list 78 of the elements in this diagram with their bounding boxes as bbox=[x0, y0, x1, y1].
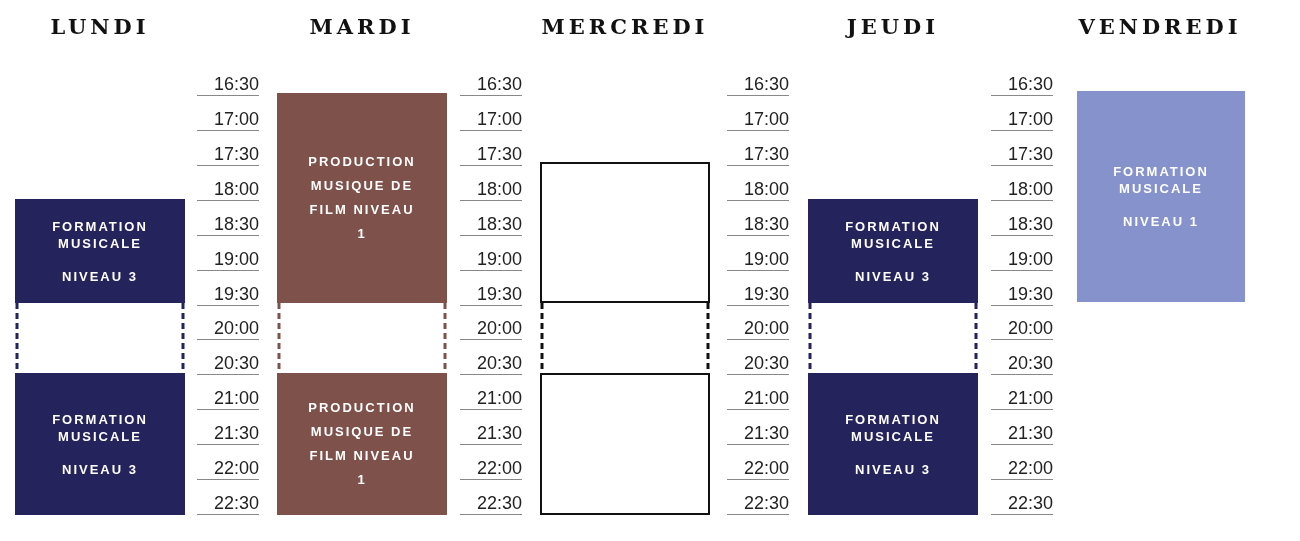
time-label: 19:00 bbox=[460, 247, 522, 271]
time-label: 17:30 bbox=[991, 142, 1053, 166]
class-block bbox=[15, 199, 185, 303]
time-label: 17:30 bbox=[727, 142, 789, 166]
class-block bbox=[808, 199, 978, 303]
time-label: 21:30 bbox=[197, 422, 259, 446]
course-title: FORMATION MUSICALE bbox=[51, 217, 149, 252]
empty-block bbox=[540, 162, 710, 303]
course-title: PRODUCTION MUSIQUE DE FILM NIVEAU 1 bbox=[307, 399, 417, 489]
time-label: 22:00 bbox=[460, 457, 522, 481]
time-label: 18:00 bbox=[197, 177, 259, 201]
time-label: 17:00 bbox=[460, 107, 522, 131]
time-label: 20:30 bbox=[460, 352, 522, 376]
class-block bbox=[277, 93, 447, 303]
time-label: 22:30 bbox=[460, 492, 522, 516]
time-label: 18:30 bbox=[727, 212, 789, 236]
time-label: 22:00 bbox=[991, 457, 1053, 481]
class-block bbox=[808, 373, 978, 515]
course-level: NIVEAU 3 bbox=[854, 267, 932, 285]
time-label: 19:00 bbox=[991, 247, 1053, 271]
time-label: 19:30 bbox=[197, 282, 259, 306]
time-label: 16:30 bbox=[727, 73, 789, 96]
course-level: NIVEAU 3 bbox=[61, 460, 139, 478]
time-label: 17:30 bbox=[197, 142, 259, 166]
empty-block bbox=[540, 373, 710, 515]
time-label: 21:30 bbox=[460, 422, 522, 446]
day-heading: VENDREDI bbox=[1077, 14, 1243, 39]
time-label: 18:30 bbox=[460, 212, 522, 236]
course-level: NIVEAU 3 bbox=[61, 267, 139, 285]
time-label: 22:00 bbox=[197, 457, 259, 481]
day-heading: LUNDI bbox=[49, 14, 151, 39]
time-label: 18:30 bbox=[197, 212, 259, 236]
time-label: 17:30 bbox=[460, 142, 522, 166]
time-label: 21:00 bbox=[727, 387, 789, 411]
time-label: 18:00 bbox=[460, 177, 522, 201]
time-label: 22:30 bbox=[727, 492, 789, 516]
course-title: FORMATION MUSICALE bbox=[1112, 163, 1210, 197]
course-level: NIVEAU 3 bbox=[854, 460, 932, 478]
time-label: 19:30 bbox=[460, 282, 522, 306]
time-label: 17:00 bbox=[991, 107, 1053, 131]
time-label: 17:00 bbox=[197, 107, 259, 131]
time-label: 22:00 bbox=[727, 457, 789, 481]
time-label: 19:30 bbox=[991, 282, 1053, 306]
time-label: 21:30 bbox=[991, 422, 1053, 446]
class-block bbox=[15, 373, 185, 515]
time-label: 19:00 bbox=[197, 247, 259, 271]
course-title: FORMATION MUSICALE bbox=[844, 410, 942, 445]
time-label: 20:30 bbox=[991, 352, 1053, 376]
day-heading: JEUDI bbox=[844, 14, 941, 39]
day-heading: MARDI bbox=[308, 14, 416, 39]
time-label: 21:30 bbox=[727, 422, 789, 446]
time-label: 22:30 bbox=[197, 492, 259, 516]
time-label: 20:00 bbox=[197, 317, 259, 341]
time-label: 22:30 bbox=[991, 492, 1053, 516]
time-label: 20:30 bbox=[197, 352, 259, 376]
time-label: 19:00 bbox=[727, 247, 789, 271]
class-block bbox=[277, 373, 447, 515]
time-label: 21:00 bbox=[197, 387, 259, 411]
time-label: 18:00 bbox=[991, 177, 1053, 201]
time-label: 20:00 bbox=[727, 317, 789, 341]
time-label: 16:30 bbox=[991, 73, 1053, 96]
course-level: NIVEAU 1 bbox=[1122, 213, 1200, 230]
time-label: 16:30 bbox=[197, 73, 259, 96]
time-label: 20:30 bbox=[727, 352, 789, 376]
time-label: 17:00 bbox=[727, 107, 789, 131]
time-label: 18:00 bbox=[727, 177, 789, 201]
time-label: 18:30 bbox=[991, 212, 1053, 236]
class-block bbox=[1077, 91, 1245, 302]
day-heading: MERCREDI bbox=[540, 14, 710, 39]
time-label: 20:00 bbox=[460, 317, 522, 341]
time-label: 16:30 bbox=[460, 73, 522, 96]
time-label: 19:30 bbox=[727, 282, 789, 306]
course-title: FORMATION MUSICALE bbox=[51, 410, 149, 445]
time-label: 21:00 bbox=[991, 387, 1053, 411]
course-title: PRODUCTION MUSIQUE DE FILM NIVEAU 1 bbox=[307, 153, 417, 243]
course-title: FORMATION MUSICALE bbox=[844, 217, 942, 252]
time-label: 21:00 bbox=[460, 387, 522, 411]
time-label: 20:00 bbox=[991, 317, 1053, 341]
